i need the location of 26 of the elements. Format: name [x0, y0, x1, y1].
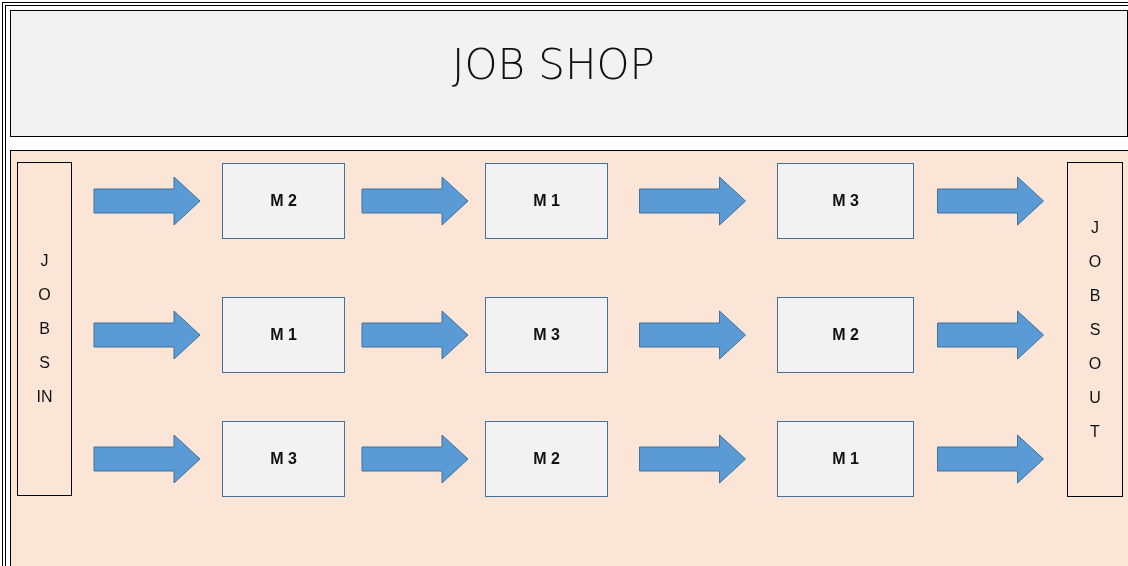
machine-box: M 2: [222, 163, 345, 239]
block-arrow: [937, 176, 1044, 226]
block-arrow: [937, 434, 1044, 484]
machine-box: M 1: [485, 163, 608, 239]
block-arrow: [93, 176, 201, 226]
block-arrow: [639, 176, 746, 226]
block-arrow: [93, 434, 201, 484]
block-arrow: [639, 434, 746, 484]
terminal-box: [1067, 162, 1123, 497]
terminal-box: [17, 162, 72, 496]
block-arrow: [937, 310, 1044, 360]
machine-box: M 2: [485, 421, 608, 497]
vertical-label: JOBS IN: [36, 251, 53, 407]
block-arrow: [361, 434, 469, 484]
machine-box: M 3: [222, 421, 345, 497]
vertical-label: JOBS OUT: [1087, 217, 1103, 442]
machine-box: M 3: [777, 163, 914, 239]
machine-box: M 1: [222, 297, 345, 373]
machine-box: M 3: [485, 297, 608, 373]
block-arrow: [93, 310, 201, 360]
block-arrow: [639, 310, 746, 360]
title: JOB SHOP: [452, 44, 655, 86]
machine-box: M 2: [777, 297, 914, 373]
block-arrow: [361, 176, 469, 226]
block-arrow: [361, 310, 469, 360]
machine-box: M 1: [777, 421, 914, 497]
